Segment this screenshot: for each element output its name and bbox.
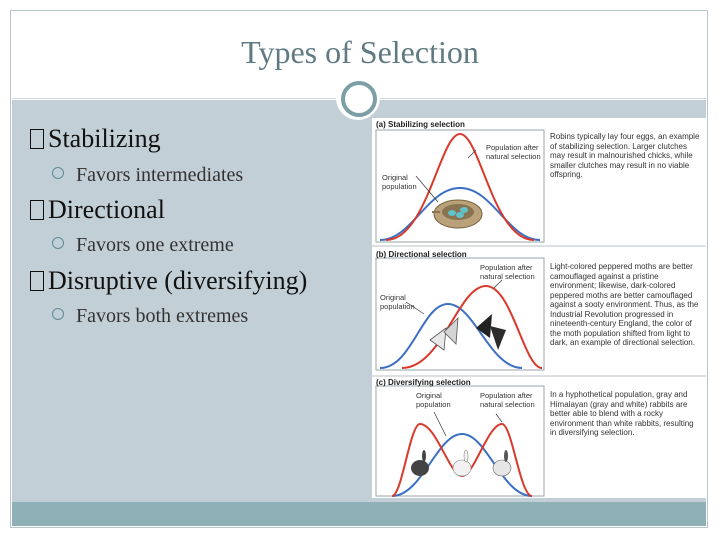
bullet-box-icon xyxy=(30,271,44,291)
panel-a-frame xyxy=(375,129,545,243)
ring-bullet-icon xyxy=(52,167,64,179)
light-moth-icon xyxy=(429,316,459,351)
bullet-disruptive: Disruptive (diversifying) xyxy=(30,266,307,296)
ring-bullet-icon xyxy=(52,237,64,249)
footer-bar xyxy=(12,502,706,526)
selection-figure: (a) Stabilizing selection Original popul… xyxy=(372,118,706,498)
panel-b-frame xyxy=(375,257,545,371)
panel-c-frame xyxy=(375,385,545,497)
panel-b-after-label: Population after natural selection xyxy=(480,263,535,281)
panel-c-after-label: Population after natural selection xyxy=(480,391,535,409)
curve-c-original xyxy=(391,432,533,497)
arrow-b-original xyxy=(405,301,425,315)
ring-bullet-icon xyxy=(52,308,64,320)
curve-a-after xyxy=(385,132,535,241)
panel-c-label: (c) Diversifying selection xyxy=(376,378,471,387)
slide-frame xyxy=(10,10,708,528)
bullet-directional: Directional xyxy=(30,195,165,225)
subbullet-disruptive: Favors both extremes xyxy=(52,305,248,328)
arrow-c-after xyxy=(495,413,503,423)
bullet-stabilizing: Stabilizing xyxy=(30,124,161,154)
bullet-text: Stabilizing xyxy=(48,124,161,153)
panel-c-caption: In a hyphothetical population, gray and … xyxy=(550,390,694,437)
curve-b-after xyxy=(401,284,543,369)
dark-moth-icon xyxy=(476,314,506,350)
curve-b-original xyxy=(379,302,523,369)
divider-ring-icon xyxy=(341,81,377,117)
subbullet-stabilizing: Favors intermediates xyxy=(52,164,243,187)
arrow-b-after xyxy=(493,279,503,289)
panel-a-caption: Robins typically lay four eggs, an examp… xyxy=(550,132,700,179)
subbullet-directional: Favors one extreme xyxy=(52,234,234,257)
slide-title: Types of Selection xyxy=(241,34,479,70)
bullet-box-icon xyxy=(30,200,44,220)
panel-a-label: (a) Stabilizing selection xyxy=(376,120,465,129)
himalayan-rabbit-icon xyxy=(492,450,512,477)
gray-rabbit-icon xyxy=(411,450,429,476)
white-rabbit-icon xyxy=(452,449,472,477)
arrow-a-original xyxy=(415,175,439,203)
panel-c-original-label: Original population xyxy=(416,391,451,409)
bullet-text: Directional xyxy=(48,195,165,224)
bullet-box-icon xyxy=(30,129,44,149)
panel-b-original-label: Original population xyxy=(380,293,415,311)
panel-b-caption: Light-colored peppered moths are better … xyxy=(550,262,699,347)
curve-a-original xyxy=(379,186,541,241)
bird-nest-icon xyxy=(432,199,483,229)
subbullet-text: Favors both extremes xyxy=(76,305,249,327)
subbullet-text: Favors one extreme xyxy=(76,234,234,256)
panel-b-label: (b) Directional selection xyxy=(376,250,467,259)
arrow-a-after xyxy=(467,149,477,159)
bullet-text: Disruptive (diversifying) xyxy=(48,266,308,295)
arrow-c-original xyxy=(433,411,447,437)
panel-a-after-label: Population after natural selection xyxy=(486,143,541,161)
subbullet-text: Favors intermediates xyxy=(76,164,244,186)
panel-a-original-label: Original population xyxy=(382,173,417,191)
selection-graphs xyxy=(372,129,706,497)
